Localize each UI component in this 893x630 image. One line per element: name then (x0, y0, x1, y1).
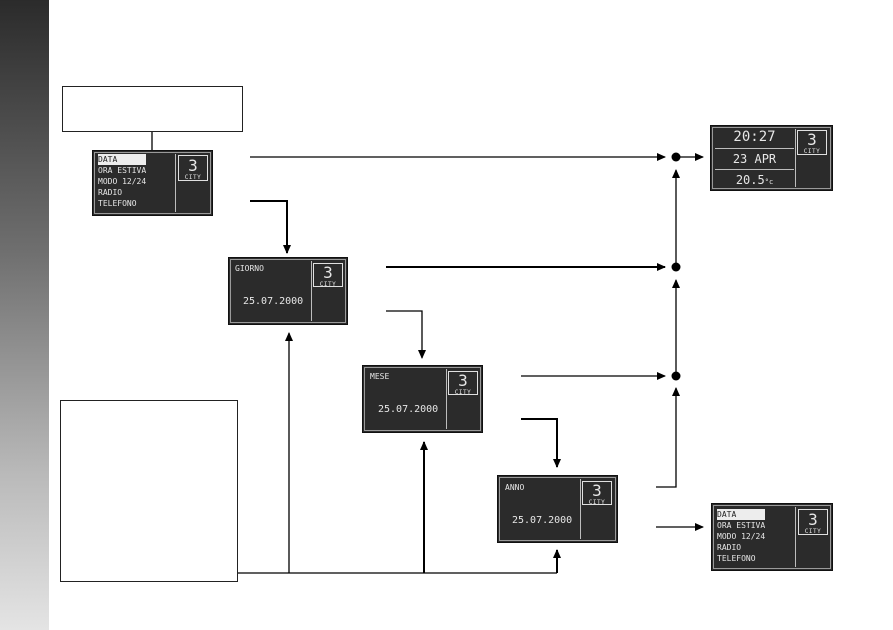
menu-item-data: DATA (717, 509, 766, 520)
clock-day: 23 APR (732, 152, 777, 166)
mese-date: 25.07.2000 (378, 404, 439, 415)
giorno-date: 25.07.2000 (243, 296, 304, 307)
menu-item-ora-estiva: ORA ESTIVA (98, 166, 147, 175)
menu-display: DATA ORA ESTIVA MODO 12/24 RADIO TELEFON… (92, 150, 213, 216)
giorno-title: GIORNO (235, 264, 264, 273)
arrow-menu-to-giorno (250, 200, 291, 254)
arrow-giorno-to-mese (386, 310, 426, 359)
arrow-mese-to-anno (521, 418, 561, 468)
clock-temp-value: 20.5 (735, 173, 765, 187)
menu-item-telefono: TELEFONO (98, 199, 137, 208)
menu-list: DATA ORA ESTIVA MODO 12/24 RADIO TELEFON… (98, 154, 147, 209)
clock-time: 20:27 (733, 129, 776, 145)
menu-list: DATA ORA ESTIVA MODO 12/24 RADIO TELEFON… (717, 509, 766, 564)
menu-display-return: DATA ORA ESTIVA MODO 12/24 RADIO TELEFON… (711, 503, 833, 571)
menu-item-ora-estiva: ORA ESTIVA (717, 521, 766, 530)
menu-item-modo: MODO 12/24 (98, 177, 147, 186)
menu-item-radio: RADIO (717, 543, 742, 552)
menu-item-telefono: TELEFONO (717, 554, 756, 563)
junction-dot-3 (671, 371, 681, 381)
anno-title: ANNO (505, 483, 525, 492)
arrow-anno-to-junction (656, 387, 680, 488)
menu-item-radio: RADIO (98, 188, 123, 197)
mese-title: MESE (370, 372, 390, 381)
clock-temp-unit: °c (764, 178, 774, 186)
menu-item-data: DATA (98, 154, 147, 165)
page-side-band (0, 0, 49, 630)
bottom-callout-box (60, 400, 238, 582)
top-callout-box (62, 86, 243, 132)
anno-date: 25.07.2000 (512, 515, 573, 526)
menu-item-modo: MODO 12/24 (717, 532, 766, 541)
junction-dot-2 (671, 262, 681, 272)
junction-dot-1 (671, 152, 681, 162)
clock-temperature: 20.5°c (715, 171, 794, 191)
